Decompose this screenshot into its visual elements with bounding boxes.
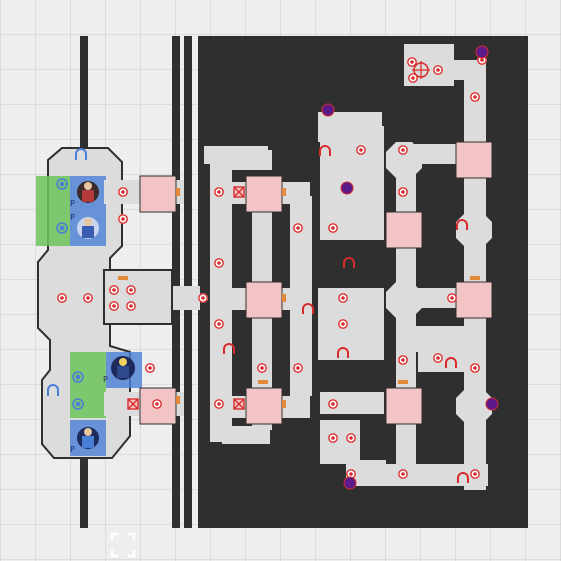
left-wall-3 — [184, 36, 192, 528]
unit-archer-yellow[interactable]: P — [103, 356, 135, 384]
enemy-orb — [343, 476, 357, 490]
ally-markers[interactable] — [56, 178, 84, 410]
enemy-orb — [475, 45, 489, 59]
enemy-orb — [321, 103, 335, 117]
enemy-orb — [340, 181, 354, 195]
move-tile[interactable] — [36, 176, 70, 246]
unit-fighter-red[interactable]: P — [70, 181, 99, 208]
pink-rooms[interactable] — [245, 141, 493, 425]
doors[interactable] — [118, 188, 480, 408]
svg-text:P: P — [70, 445, 75, 454]
svg-text:P: P — [103, 375, 108, 384]
unit-knight-blue[interactable]: P — [70, 213, 99, 239]
corridor — [103, 269, 173, 325]
room[interactable] — [139, 175, 177, 213]
svg-text:P: P — [70, 213, 75, 222]
blue-arch-icons — [47, 148, 87, 396]
move-tile[interactable] — [70, 352, 106, 418]
fullscreen-icon[interactable] — [110, 532, 136, 558]
target-icon[interactable] — [412, 61, 430, 79]
svg-text:P: P — [70, 199, 75, 208]
enemy-orbs[interactable] — [321, 45, 499, 490]
unit-mage-blue[interactable]: P — [70, 427, 99, 454]
crate-icons[interactable] — [127, 186, 245, 410]
left-wall-2 — [172, 36, 180, 528]
enemy-orb — [485, 397, 499, 411]
